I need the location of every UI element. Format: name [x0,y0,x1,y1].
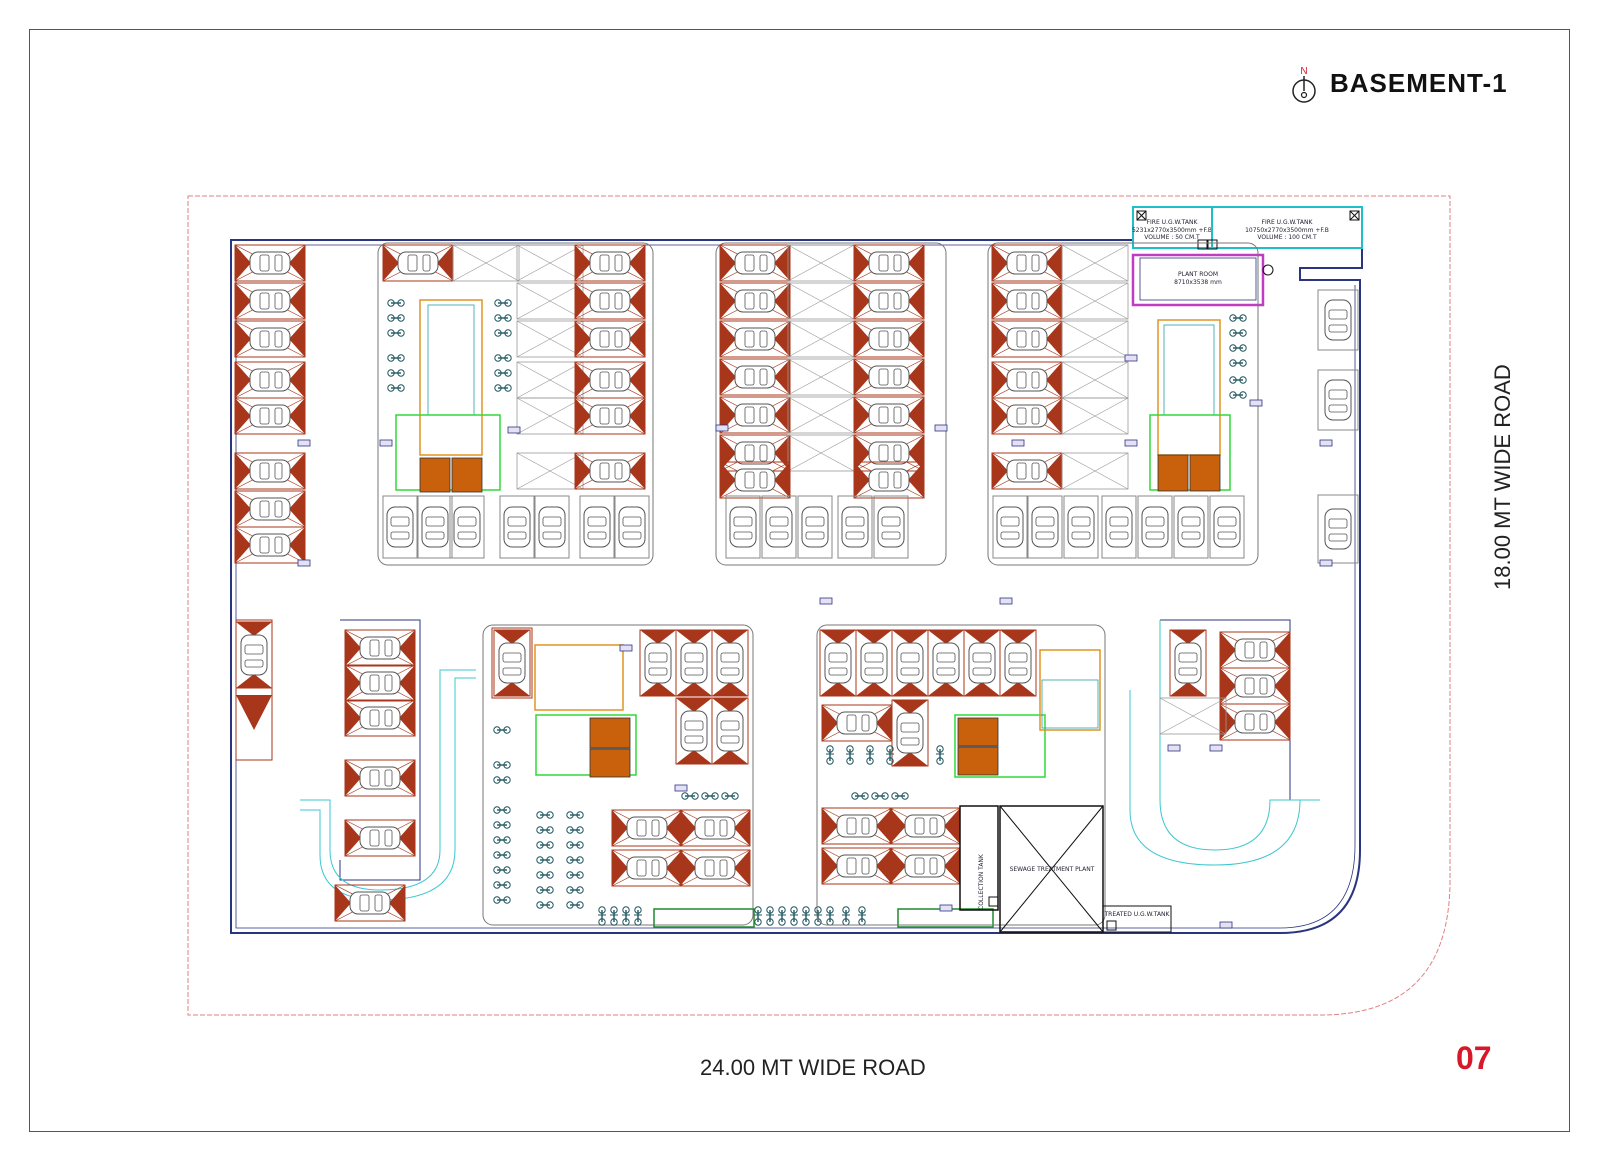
landscape-strip-1 [653,908,755,928]
sheet-title: BASEMENT-1 [1330,68,1508,98]
fire-tank-1: FIRE U.G.W.TANK 5231x2770x3500mm +F.B VO… [1132,206,1213,249]
block-a-parking [377,242,654,566]
parking-column-east [1317,289,1359,564]
svg-text:SEWAGE TREATMENT PLANT: SEWAGE TREATMENT PLANT [1010,866,1095,873]
block-b-parking [715,242,947,566]
svg-text:5231x2770x3500mm +F.B: 5231x2770x3500mm +F.B [1132,227,1212,234]
structural-columns [297,354,1333,929]
site-boundary [187,195,1451,1016]
road-label-south: 24.00 MT WIDE ROAD [700,1055,926,1080]
parking-column-west [235,245,305,563]
svg-text:VOLUME : 100 CM.T: VOLUME : 100 CM.T [1257,234,1317,241]
sewage-treatment-plant: COLLECTION TANK SEWAGE TREATMENT PLANT T… [959,805,1172,933]
block-e [816,624,1106,926]
ramp-west [235,619,476,921]
svg-text:FIRE U.G.W.TANK: FIRE U.G.W.TANK [1147,219,1199,226]
fire-tank-2: FIRE U.G.W.TANK 10750x2770x3500mm +F.B V… [1197,206,1363,250]
north-label: N [1300,66,1307,77]
svg-text:COLLECTION TANK: COLLECTION TANK [978,853,985,910]
svg-text:10750x2770x3500mm +F.B: 10750x2770x3500mm +F.B [1245,227,1329,234]
basement-outer-wall [230,206,1363,934]
landscape-strip-2 [897,908,994,928]
svg-text:TREATED U.G.W.TANK: TREATED U.G.W.TANK [1104,911,1171,918]
sheet-frame [29,29,1570,1132]
ramp-east [1129,619,1320,866]
road-label-east: 18.00 MT WIDE ROAD [1490,364,1515,590]
plant-room: PLANT ROOM 8710x3538 mm [1131,253,1274,307]
svg-text:8710x3538 mm: 8710x3538 mm [1174,279,1222,286]
bike-parking-block-a [387,299,512,392]
svg-text:PLANT ROOM: PLANT ROOM [1178,271,1218,278]
page-number: 07 [1456,1040,1492,1076]
svg-text:FIRE U.G.W.TANK: FIRE U.G.W.TANK [1262,219,1314,226]
block-d [482,624,754,926]
svg-text:VOLUME : 50 CM.T: VOLUME : 50 CM.T [1144,234,1200,241]
north-arrow-icon: N [1292,66,1316,103]
